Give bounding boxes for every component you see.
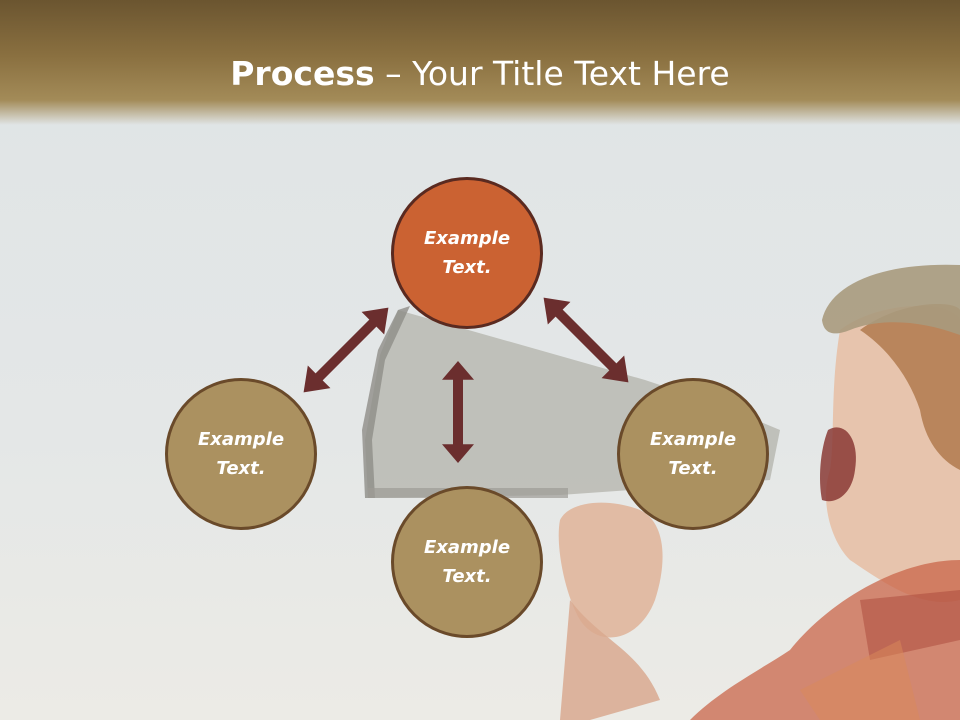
title-bold: Process [230,54,375,93]
double-arrow-icon [532,286,640,394]
process-node-top: Example Text. [391,177,543,329]
node-left-label: Example Text. [197,429,285,479]
node-top-label: Example Text. [423,228,511,278]
node-bottom-label: Example Text. [423,537,511,587]
process-node-bottom: Example Text. [391,486,543,638]
double-arrow-icon [442,361,474,463]
title-rest: – Your Title Text Here [374,54,730,93]
double-arrow-icon [292,296,400,404]
title-bar [0,0,960,125]
process-node-right: Example Text. [617,378,769,530]
node-right-label: Example Text. [649,429,737,479]
process-node-left: Example Text. [165,378,317,530]
slide-title: Process – Your Title Text Here [0,52,960,96]
